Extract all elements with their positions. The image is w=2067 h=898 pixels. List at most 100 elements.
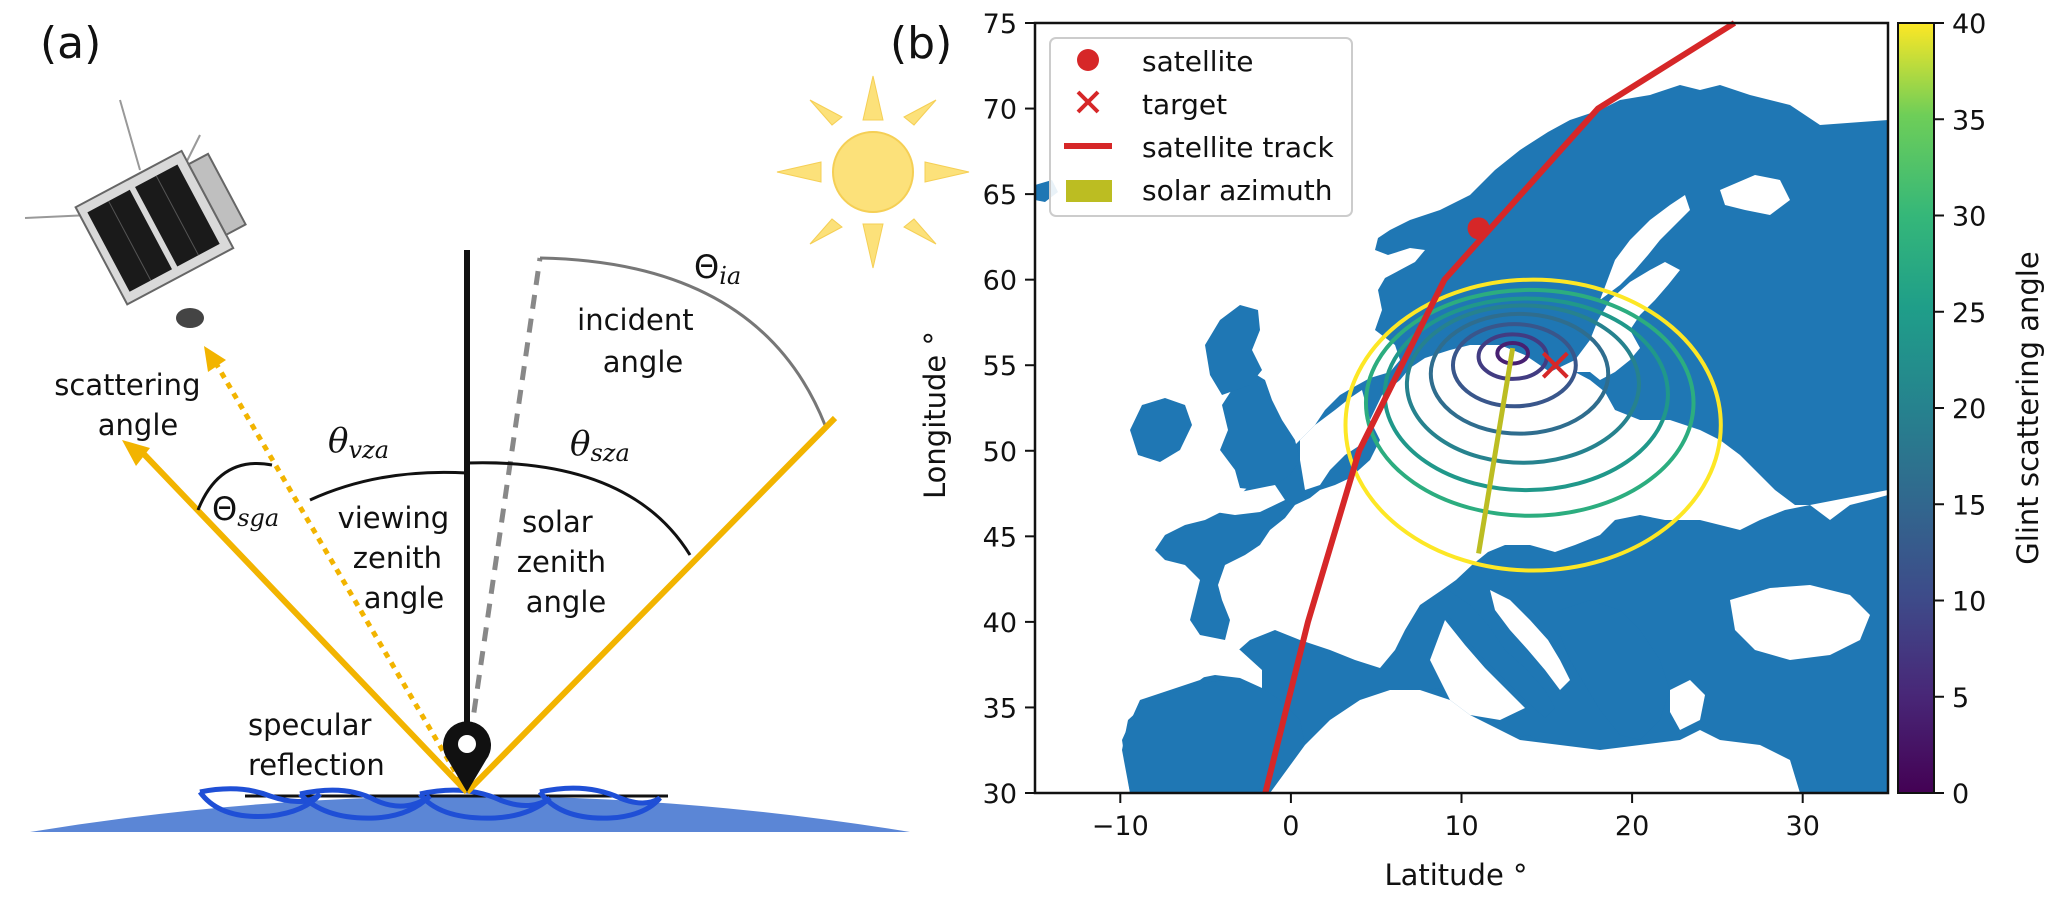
theta-sza-label: θsza	[570, 424, 630, 467]
y-tick-label-9: 75	[983, 9, 1017, 40]
water-surface	[30, 796, 910, 832]
x-tick-label-4: 30	[1786, 811, 1820, 842]
colorbar-tick-label-4: 20	[1952, 394, 1986, 425]
mediterranean-sea	[1270, 690, 1800, 793]
theta-vza-symbol: θ	[328, 421, 348, 461]
adriatic-sea	[1490, 590, 1570, 690]
x-tick-label-3: 20	[1615, 811, 1649, 842]
theta-sza-symbol: θ	[570, 424, 590, 464]
y-tick-label-3: 45	[983, 522, 1017, 553]
incident-angle-arc	[539, 256, 827, 426]
theta-vza-label: θvza	[328, 421, 389, 464]
legend-target-label: target	[1142, 88, 1227, 121]
panel-b-label: (b)	[890, 18, 952, 69]
y-tick-label-0: 30	[983, 779, 1017, 810]
solar-zenith-angle-label-line1: solar	[522, 505, 593, 539]
y-tick-label-7: 65	[983, 180, 1017, 211]
legend-box	[1049, 37, 1353, 217]
specular-reflection-label-line2: reflection	[248, 748, 385, 782]
theta-sga-subscript: sga	[237, 504, 279, 532]
satellite-marker	[1467, 217, 1490, 240]
sun-icon	[776, 75, 970, 269]
specular-reflection-label-line1: specular	[248, 708, 372, 742]
land-masses	[1035, 23, 1888, 793]
colorbar-tick-label-0: 0	[1952, 779, 1969, 810]
y-tick-label-2: 40	[983, 608, 1017, 639]
bay-of-biscay	[1170, 640, 1262, 688]
panel-b: (b)	[890, 9, 2045, 892]
wave-icons	[197, 785, 662, 821]
britain-land	[1220, 372, 1300, 490]
north-europe-land	[1155, 85, 1888, 640]
scattered-ray	[137, 447, 470, 795]
theta-ia-subscript: ia	[719, 262, 741, 290]
colorbar-tick-label-3: 15	[1952, 490, 1986, 521]
solar-zenith-angle-label: solar zenith angle	[517, 505, 615, 619]
satellite-ray-arrowhead	[204, 346, 226, 372]
north-sea	[1300, 390, 1370, 490]
scattering-angle-label-line1: scattering	[54, 368, 200, 402]
tyrrhenian-sea	[1430, 620, 1525, 720]
glint-contour-6	[1363, 287, 1696, 518]
y-axis-label: Longitude °	[918, 331, 952, 499]
specular-reflection-label: specular reflection	[248, 708, 385, 782]
y-tick-label-4: 50	[983, 437, 1017, 468]
glint-contour-0	[1495, 340, 1531, 366]
glint-contour-3	[1428, 311, 1611, 436]
panel-a: (a)	[24, 18, 970, 832]
theta-ia-symbol: Θ	[694, 248, 719, 286]
x-tick-label-1: 0	[1282, 811, 1299, 842]
legend-satellite-marker	[1077, 49, 1099, 71]
glint-contour-7	[1343, 277, 1723, 573]
legend-target-marker	[1076, 90, 1100, 114]
viewing-zenith-arc	[309, 470, 468, 502]
iberia-land	[1122, 678, 1305, 793]
location-pin-icon	[443, 721, 491, 792]
panel-a-label: (a)	[40, 18, 101, 69]
y-tick-label-6: 60	[983, 266, 1017, 297]
incident-angle-label-line2: angle	[603, 345, 683, 379]
incident-angle-label-line1: incident	[577, 303, 693, 337]
scattered-ray-arrowhead	[122, 440, 150, 466]
satellite-icon	[24, 99, 247, 328]
continent-land	[1122, 23, 1888, 793]
incident-angle-label: incident angle	[577, 303, 703, 379]
theta-sga-label: Θsga	[212, 490, 279, 532]
legend-azimuth-patch	[1066, 180, 1112, 202]
white-sea	[1720, 175, 1790, 215]
incident-dashed-line	[464, 257, 543, 761]
x-tick-label-2: 10	[1444, 811, 1478, 842]
glint-contour-4	[1404, 303, 1641, 465]
scattering-angle-label-line2: angle	[98, 408, 178, 442]
legend-track-label: satellite track	[1142, 131, 1334, 164]
viewing-zenith-angle-label-line1: viewing	[338, 501, 450, 535]
balkans-land	[1560, 600, 1670, 740]
solar-ray	[464, 415, 838, 795]
theta-vza-subscript: vza	[348, 436, 389, 464]
solar-zenith-angle-label-line2: zenith	[517, 545, 606, 579]
x-axis-label: Latitude °	[1384, 858, 1527, 892]
solar-azimuth-line	[1476, 347, 1516, 554]
viewing-zenith-angle-label: viewing zenith angle	[338, 501, 459, 615]
colorbar-tick-label-6: 30	[1952, 202, 1986, 233]
colorbar-label: Glint scattering angle	[2011, 251, 2045, 564]
y-tick-label-1: 35	[983, 693, 1017, 724]
theta-sga-symbol: Θ	[212, 490, 237, 528]
scotland-land	[1205, 305, 1262, 395]
satellite-track-line	[1262, 20, 1737, 794]
viewing-zenith-angle-label-line3: angle	[364, 581, 444, 615]
english-channel	[1215, 485, 1285, 515]
glint-contour-2	[1450, 322, 1578, 409]
y-tick-label-5: 55	[983, 351, 1017, 382]
aegean-sea	[1670, 680, 1705, 730]
scattering-glint-arc	[196, 462, 273, 511]
colorbar-tick-label-2: 10	[1952, 587, 1986, 618]
viewing-zenith-angle-label-line2: zenith	[353, 541, 442, 575]
scattering-angle-label: scattering angle	[54, 368, 209, 442]
gulf-of-bothnia	[1600, 195, 1690, 300]
solar-zenith-angle-label-line3: angle	[526, 585, 606, 619]
